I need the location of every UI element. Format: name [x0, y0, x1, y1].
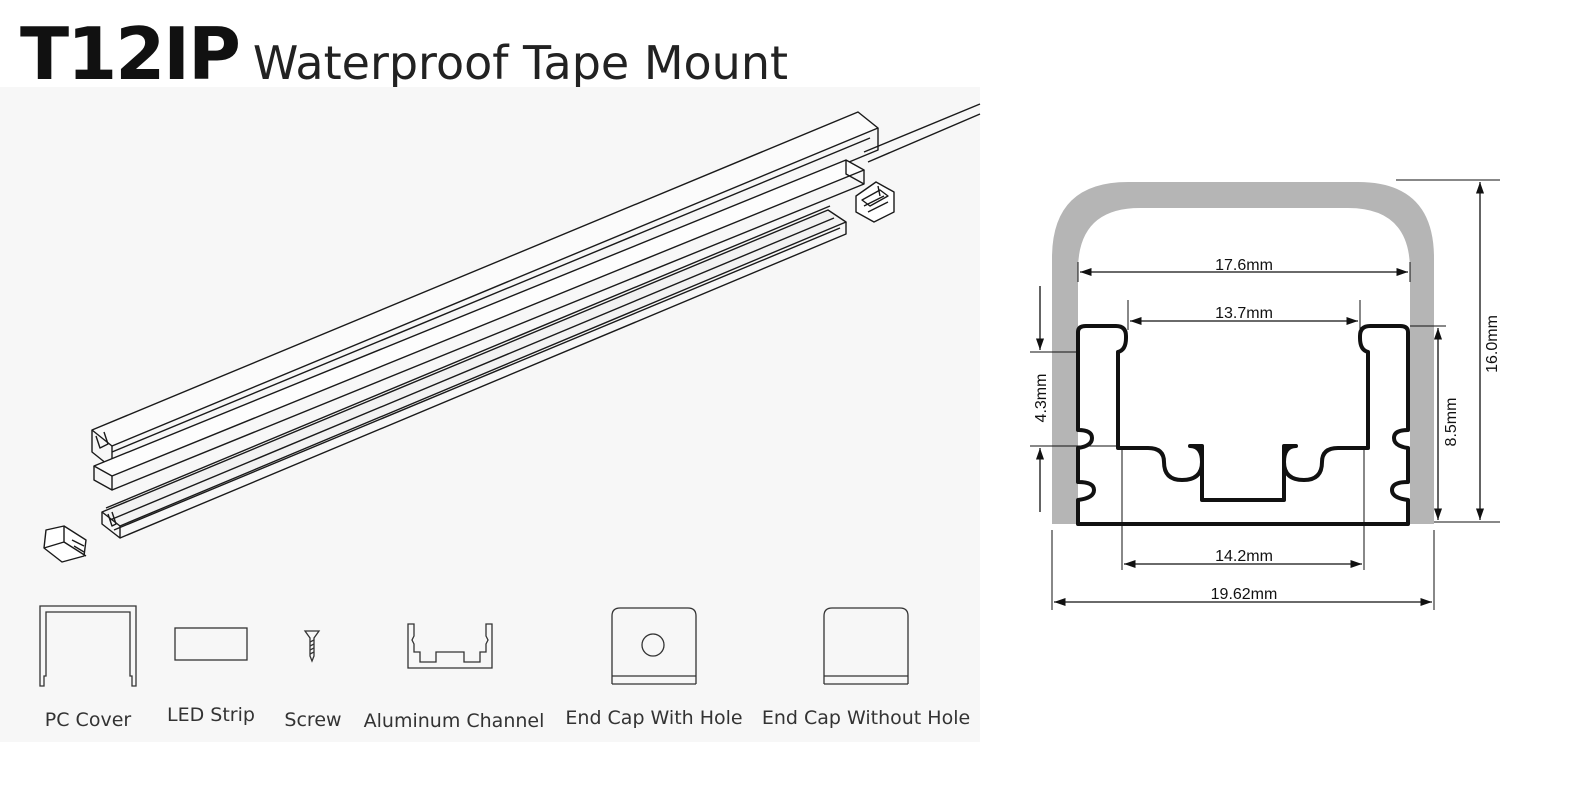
led-strip-drawing: [93, 103, 981, 491]
dim-base-inner-width: 14.2mm: [1215, 548, 1273, 565]
led-strip-icon: [174, 627, 248, 661]
end-cap-with-hole-icon: [611, 607, 697, 685]
dim-overall-height: 16.0mm: [1484, 315, 1501, 373]
dim-inner-top-width: 17.6mm: [1215, 257, 1273, 274]
dim-channel-height: 8.5mm: [1443, 398, 1460, 447]
component-label: LED Strip: [167, 704, 255, 726]
aluminum-channel-drawing: [101, 205, 847, 539]
pc-cover-icon: [39, 605, 137, 687]
component-label: PC Cover: [45, 709, 132, 731]
end-cap-without-hole-icon: [823, 607, 909, 685]
aluminum-channel-icon: [407, 623, 493, 669]
end-cap-bottom-drawing: [43, 525, 87, 563]
dim-side-height: 4.3mm: [1033, 374, 1050, 423]
product-subtitle: Waterproof Tape Mount: [252, 36, 789, 90]
pc-cover-drawing: [91, 111, 879, 469]
exploded-view-drawing: PC Cover LED Strip Screw Aluminum Channe…: [39, 103, 981, 732]
dim-channel-inner-width: 13.7mm: [1215, 305, 1273, 322]
exploded-view-panel: PC Cover LED Strip Screw Aluminum Channe…: [0, 87, 981, 742]
aluminum-channel-section: [1076, 324, 1410, 526]
component-label: End Cap Without Hole: [762, 707, 970, 729]
model-name: T12IP: [20, 12, 241, 96]
screw-icon: [303, 630, 321, 663]
component-label: End Cap With Hole: [565, 707, 742, 729]
component-label: Screw: [284, 709, 341, 731]
pc-cover-section: [1052, 182, 1434, 524]
end-cap-top-drawing: [855, 181, 895, 223]
component-label: Aluminum Channel: [364, 710, 545, 732]
dim-overall-width: 19.62mm: [1211, 586, 1278, 603]
